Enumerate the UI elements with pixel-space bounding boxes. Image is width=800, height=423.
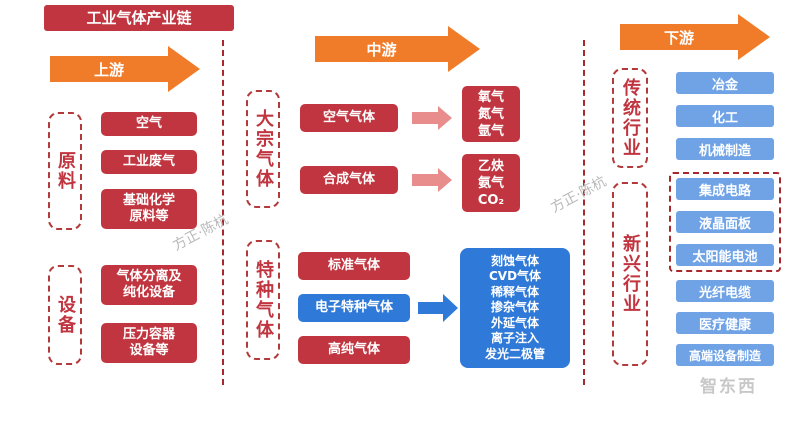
arrow-air-gases [412,106,452,130]
synthetic-gas-products: 乙炔 氨气 CO₂ [462,154,520,212]
raw-materials-group: 原料 [48,112,82,230]
downstream-arrow [620,14,770,60]
midstream-label: 中游 [366,40,397,59]
special-item-standard-gas: 标准气体 [298,252,410,280]
downstream-item-healthcare: 医疗健康 [676,312,774,334]
equipment-label: 设备 [55,295,76,335]
page-title: 工业气体产业链 [44,5,234,31]
upstream-label: 上游 [93,60,124,79]
equipment-item-separation: 气体分离及 纯化设备 [101,265,197,305]
air-gas-products: 氧气 氮气 氩气 [462,86,520,142]
raw-item-industrial-waste-gas: 工业废气 [101,150,197,174]
watermark-right: 方正·陈杭 [548,173,610,217]
downstream-item-high-end-equipment: 高端设备制造 [676,344,774,366]
bulk-item-synthetic-gases: 合成气体 [300,166,398,194]
downstream-item-machinery: 机械制造 [676,138,774,160]
bulk-gas-label: 大宗气体 [253,109,274,189]
special-item-electronic-gas: 电子特种气体 [298,294,410,322]
special-item-high-purity-gas: 高纯气体 [298,336,410,364]
downstream-item-chemical: 化工 [676,105,774,127]
raw-item-air: 空气 [101,112,197,136]
midstream-arrow [315,26,480,72]
downstream-item-optical-cable: 光纤电缆 [676,280,774,302]
bulk-gas-group: 大宗气体 [246,90,280,208]
emerging-industry-group: 新兴行业 [612,182,648,366]
upstream-arrow [50,46,200,92]
arrow-synthetic-gases [412,168,452,192]
bulk-item-air-gases: 空气气体 [300,104,398,132]
downstream-item-metallurgy: 冶金 [676,72,774,94]
special-gas-group: 特种气体 [246,240,280,360]
downstream-item-integrated-circuit: 集成电路 [676,178,774,200]
electronic-gas-uses: 刻蚀气体 CVD气体 稀释气体 掺杂气体 外延气体 离子注入 发光二极管 [460,248,570,368]
equipment-group: 设备 [48,265,82,365]
raw-item-basic-chemicals: 基础化学 原料等 [101,189,197,229]
traditional-industry-label: 传统行业 [620,78,641,158]
downstream-item-lcd-panel: 液晶面板 [676,211,774,233]
traditional-industry-group: 传统行业 [612,68,648,168]
logo-text: 智东西 [700,377,757,397]
raw-materials-label: 原料 [55,151,76,191]
arrow-electronic-gas [418,294,458,322]
divider-midstream-downstream [583,40,585,385]
downstream-item-solar-cell: 太阳能电池 [676,244,774,266]
emerging-industry-label: 新兴行业 [620,234,641,314]
equipment-item-pressure-vessel: 压力容器 设备等 [101,323,197,363]
downstream-label: 下游 [663,28,694,47]
highlight-frame [669,172,781,272]
divider-upstream-midstream [222,40,224,385]
special-gas-label: 特种气体 [253,260,274,340]
